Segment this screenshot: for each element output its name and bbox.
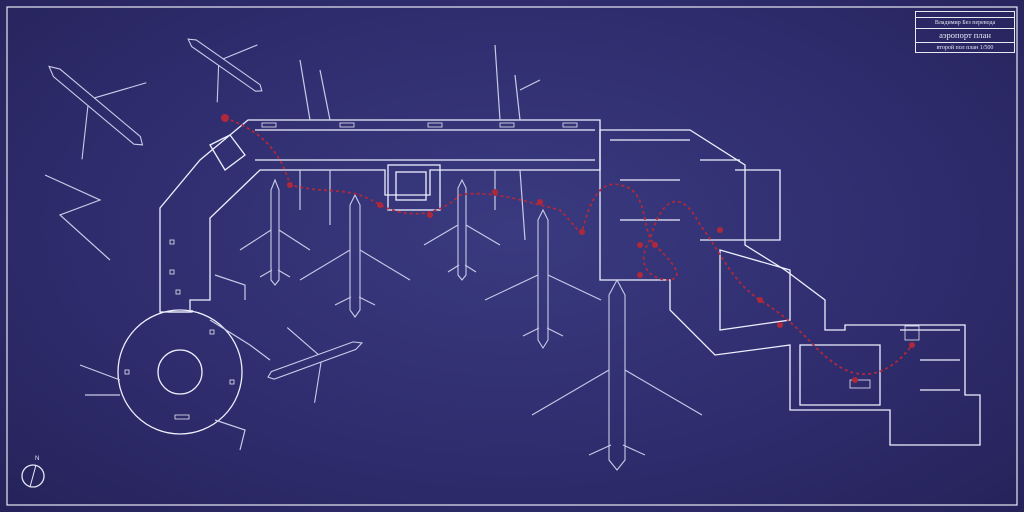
- drawing-subtitle: второй пол план 1/500: [916, 42, 1014, 54]
- jet-bridges: [44, 44, 541, 451]
- aircraft-icon: [531, 278, 703, 471]
- drawing-border: [6, 6, 1018, 506]
- aircraft-icon: [299, 193, 411, 318]
- aircraft-icon: [423, 178, 501, 281]
- author-label: Владимир Без перевода: [916, 17, 1014, 28]
- aircraft-icon: [239, 178, 311, 286]
- aircraft-icon: [484, 208, 602, 350]
- terminal-outline: [117, 119, 981, 446]
- drawing-title: аэропорт план: [916, 28, 1014, 42]
- north-arrow-icon: [21, 464, 45, 488]
- aircraft-icon: [187, 38, 263, 103]
- passenger-route: [221, 114, 915, 383]
- north-label: N: [35, 456, 40, 462]
- aircraft-group: [48, 38, 703, 471]
- plan-details: [124, 122, 920, 420]
- aircraft-icon: [267, 327, 364, 403]
- title-block: Владимир Без перевода аэропорт план втор…: [915, 11, 1015, 53]
- aircraft-icon: [48, 65, 147, 160]
